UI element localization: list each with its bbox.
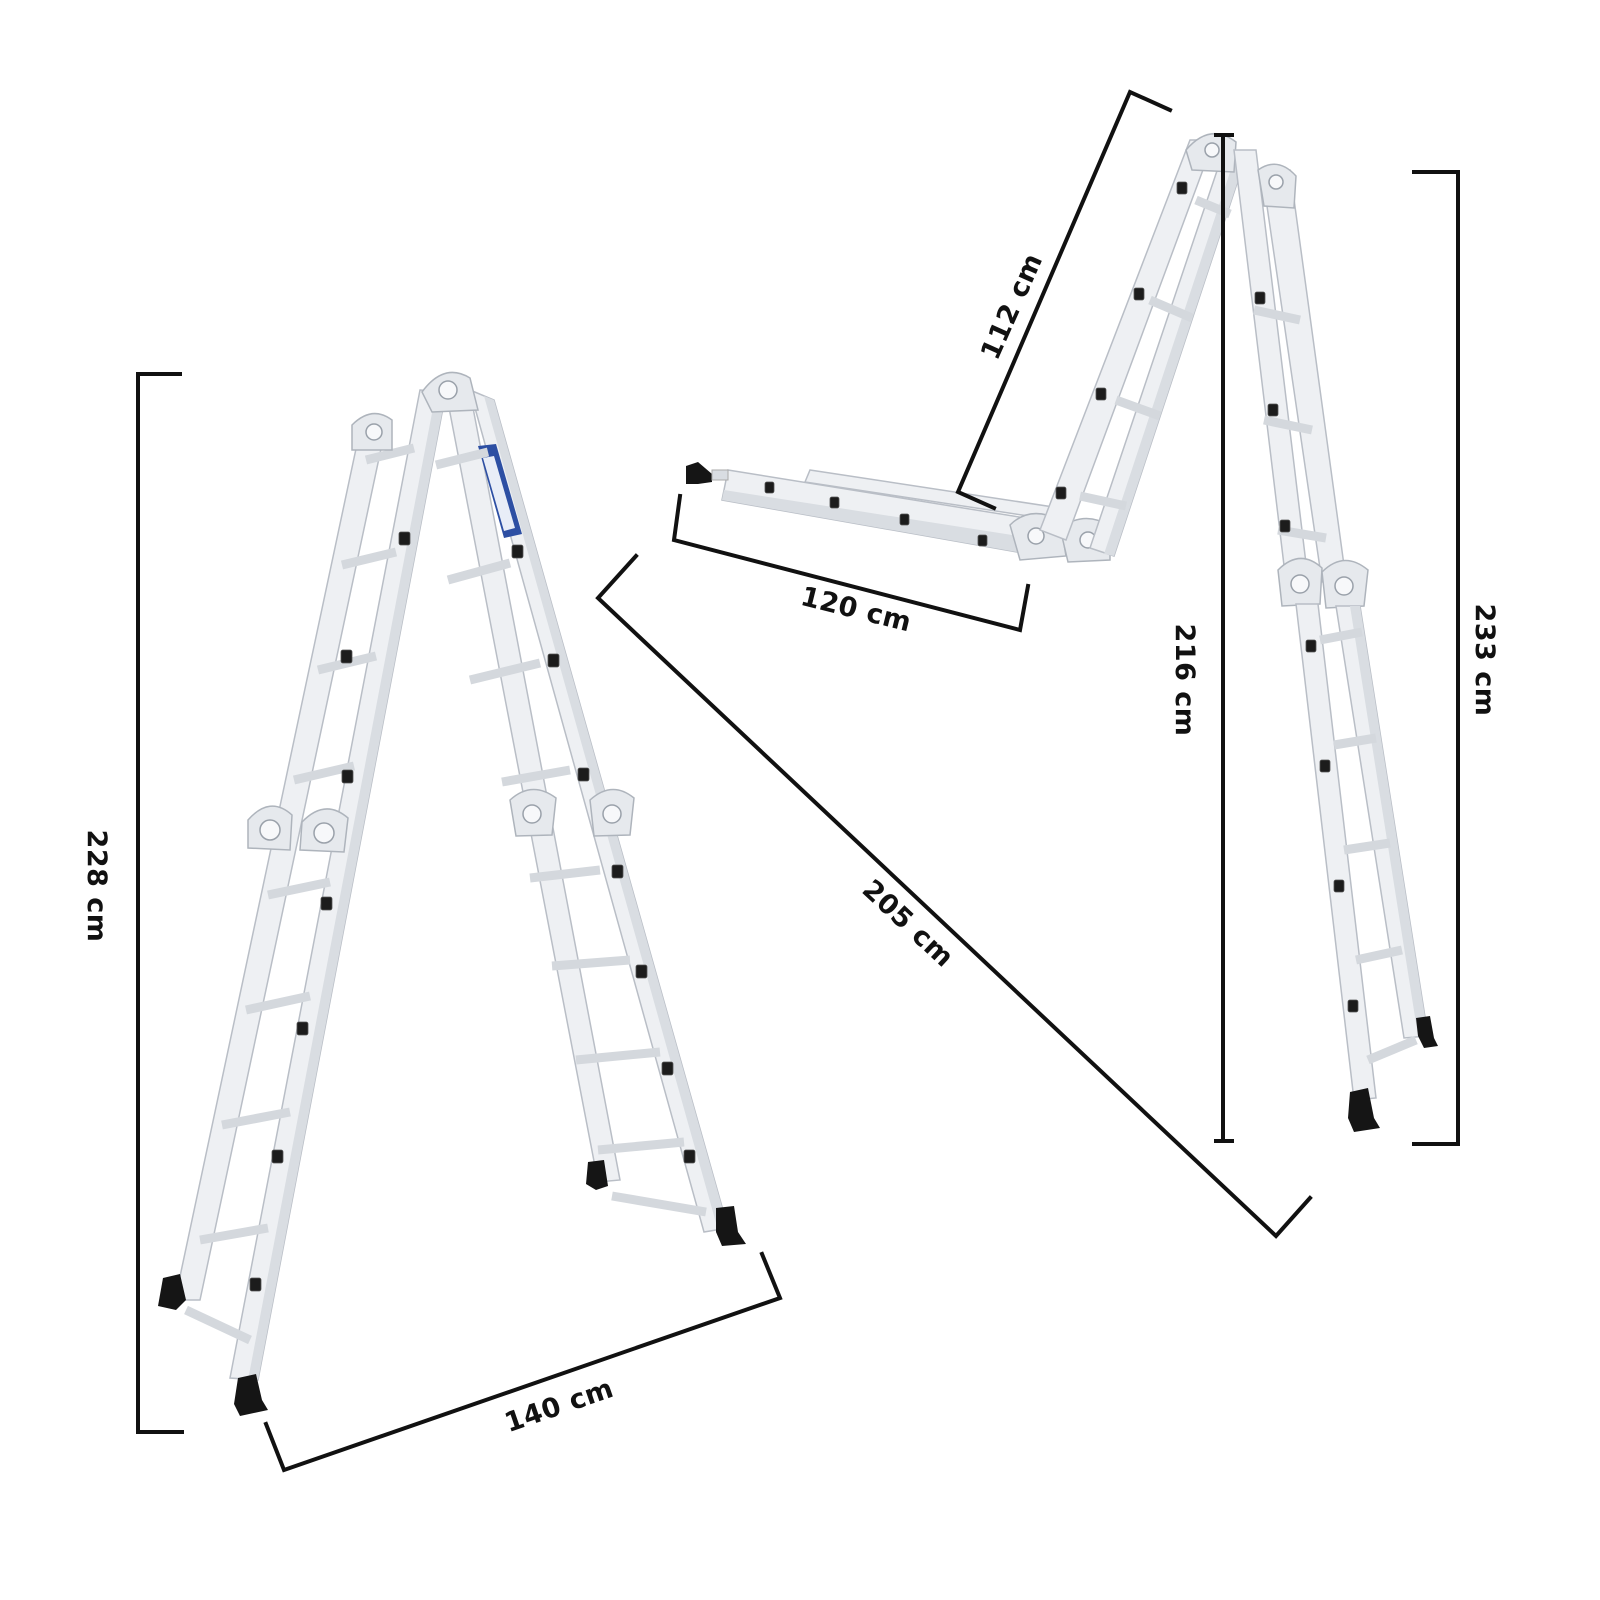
- dimension-label: 216 cm: [1169, 624, 1200, 737]
- a-frame-left-rungs: [184, 443, 416, 1345]
- rung-lock-icon: [511, 544, 696, 1164]
- rung-lock-icon: [249, 531, 411, 1292]
- scaffold-ladder: 112 cm 120 cm 205 cm 216 cm 233 cm: [595, 89, 1500, 1239]
- rubber-foot-icon: [1348, 1016, 1438, 1132]
- dimension-height-228: 228 cm: [81, 372, 184, 1434]
- hinge-joint-icon: [1277, 557, 1369, 609]
- dimension-label: 120 cm: [798, 581, 915, 638]
- hinge-joint-icon: [247, 412, 393, 853]
- rung-lock-icon: [764, 481, 988, 547]
- upper-section-rungs: [1079, 195, 1232, 511]
- dimension-height-216: 216 cm: [1169, 133, 1234, 1143]
- a-frame-left-leg: [158, 389, 447, 1416]
- rubber-foot-icon: [158, 1274, 268, 1416]
- dimension-label: 233 cm: [1469, 604, 1500, 717]
- hinge-joint-icon: [509, 788, 635, 837]
- dimension-label: 228 cm: [81, 830, 112, 943]
- rung-lock-icon: [1055, 181, 1188, 500]
- label-plate: [478, 444, 522, 538]
- descending-leg: [1233, 149, 1438, 1132]
- dimension-height-233: 233 cm: [1412, 170, 1500, 1146]
- dimension-label: 140 cm: [501, 1373, 618, 1439]
- a-frame-right-leg: [421, 371, 746, 1246]
- dimension-width-140: 140 cm: [263, 1251, 783, 1473]
- rubber-foot-icon: [586, 1160, 746, 1246]
- dimension-diagonal-205: 205 cm: [595, 553, 1313, 1239]
- a-frame-right-rungs: [434, 447, 707, 1217]
- upper-section: [1039, 133, 1247, 557]
- a-frame-ladder: 228 cm 140 cm: [81, 371, 783, 1473]
- rung-lock-icon: [1254, 291, 1359, 1013]
- descending-leg-rungs: [1253, 305, 1418, 1065]
